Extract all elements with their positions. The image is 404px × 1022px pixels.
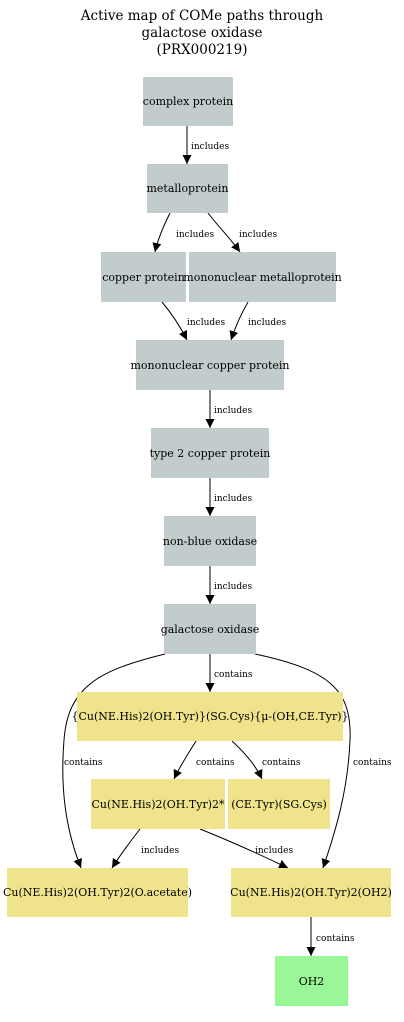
- node-cu-cluster[interactable]: {Cu(NE.His)2(OH.Tyr)}(SG.Cys){μ-(OH,CE.T…: [71, 692, 349, 741]
- edge-label-contains: contains: [262, 758, 301, 768]
- edge-label-includes: includes: [214, 582, 252, 592]
- edge-label-contains: contains: [316, 934, 355, 944]
- edge-label-includes: includes: [214, 406, 252, 416]
- edge-galactose-to-acetate: [62, 653, 166, 869]
- edge-cluster-to-cetyr: [231, 740, 263, 780]
- title-line-2: galactose oxidase: [141, 25, 263, 41]
- edge-label-includes: includes: [176, 230, 214, 240]
- edge-galactose-to-oh2-complex: [254, 653, 351, 869]
- edge-metallo-to-mononuclear-metallo: [207, 212, 241, 253]
- edge-label-includes: includes: [191, 142, 229, 152]
- node-mononuclear-metalloprotein[interactable]: mononuclear metalloprotein: [183, 252, 342, 302]
- edge-label-includes: includes: [214, 494, 252, 504]
- edge-cuhis-to-oh2-complex: [199, 828, 289, 869]
- node-ce-tyr-sg-cys[interactable]: (CE.Tyr)(SG.Cys): [228, 779, 330, 829]
- edge-copper-to-mononuclear-copper: [161, 301, 188, 341]
- edge-label-contains: contains: [64, 758, 103, 768]
- edge-label-contains: contains: [214, 670, 253, 680]
- node-complex-protein[interactable]: complex protein: [143, 77, 233, 126]
- node-cu-oh2[interactable]: Cu(NE.His)2(OH.Tyr)2(OH2): [230, 868, 392, 917]
- edge-metallo-to-copper: [152, 212, 171, 253]
- edge-cuhis-to-acetate: [111, 828, 141, 869]
- node-copper-protein[interactable]: copper protein: [101, 252, 186, 302]
- node-cu-acetate[interactable]: Cu(NE.His)2(OH.Tyr)2(O.acetate): [3, 868, 192, 917]
- node-galactose-oxidase[interactable]: galactose oxidase: [161, 604, 259, 654]
- edge-label-includes: includes: [248, 318, 286, 328]
- edge-label-includes: includes: [255, 846, 293, 856]
- edge-cluster-to-cuhis: [173, 740, 197, 780]
- edge-label-includes: includes: [239, 230, 277, 240]
- edge-label-includes: includes: [141, 846, 179, 856]
- diagram-title: Active map of COMe paths through galacto…: [0, 8, 404, 59]
- node-mononuclear-copper-protein[interactable]: mononuclear copper protein: [130, 340, 290, 390]
- node-cu-his-tyr2[interactable]: Cu(NE.His)2(OH.Tyr)2*: [91, 779, 225, 829]
- edge-label-contains: contains: [196, 758, 235, 768]
- node-type2-copper-protein[interactable]: type 2 copper protein: [150, 428, 270, 478]
- edge-mononuclear-metallo-to-mononuclear-copper: [229, 301, 249, 341]
- edge-label-contains: contains: [353, 758, 392, 768]
- node-non-blue-oxidase[interactable]: non-blue oxidase: [163, 516, 257, 566]
- title-line-1: Active map of COMe paths through: [80, 8, 324, 24]
- edge-label-includes: includes: [187, 318, 225, 328]
- title-line-3: (PRX000219): [156, 42, 248, 58]
- node-metalloprotein[interactable]: metalloprotein: [146, 164, 229, 213]
- node-oh2[interactable]: OH2: [275, 956, 348, 1006]
